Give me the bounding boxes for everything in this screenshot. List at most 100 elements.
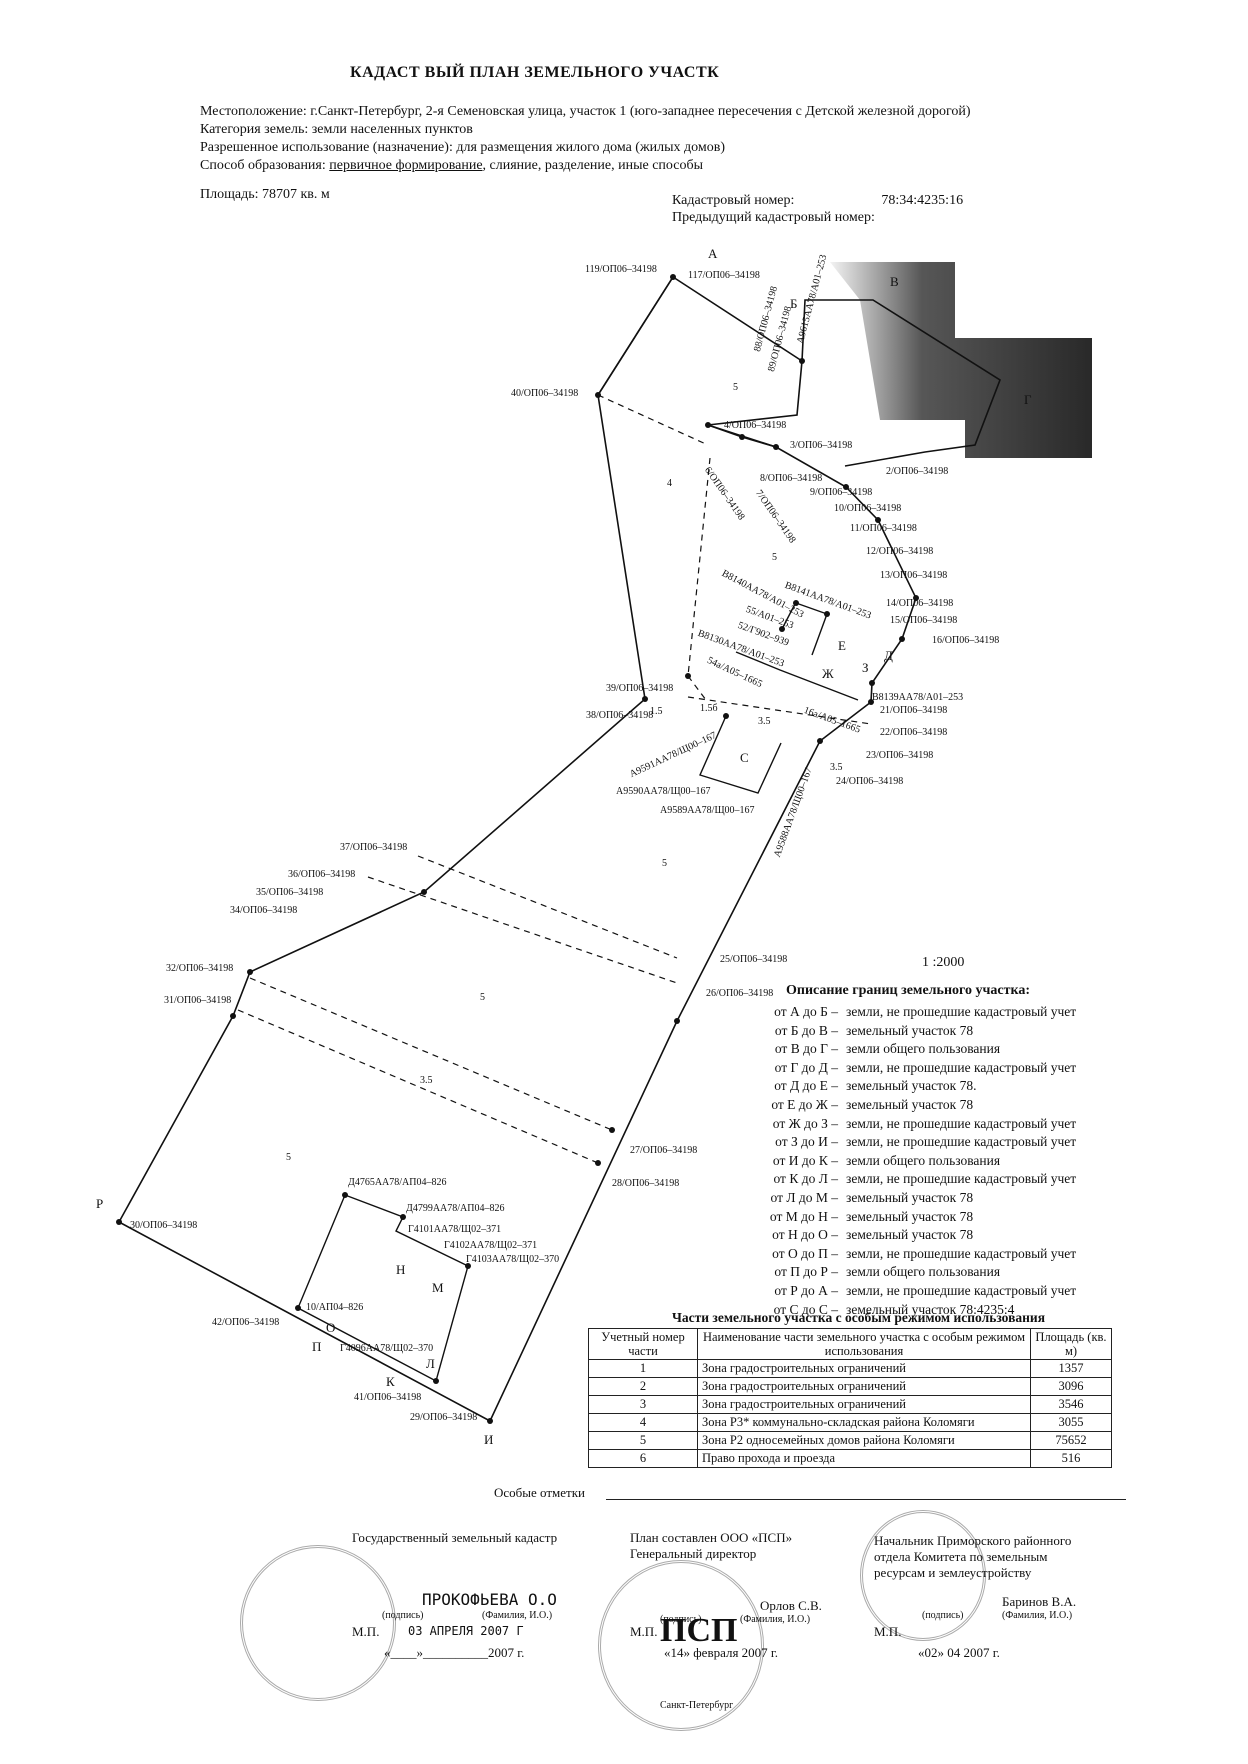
cadastral-label: Кадастровый номер:: [672, 193, 795, 208]
boundaries-list: от А до Б – земли, не прошедшие кадастров…: [735, 1003, 1076, 1319]
part-name: Право прохода и проезда: [697, 1449, 1031, 1468]
left-sign-caption: (подпись): [382, 1610, 424, 1621]
corner-letter: Л: [426, 1356, 435, 1371]
boundary-description: земельный участок 78.: [846, 1078, 977, 1094]
boundary-segment: от М до Н –: [769, 1208, 838, 1224]
part-number: 3: [588, 1395, 698, 1414]
boundary-row: от К до Л –земли, не прошедшие кадастров…: [735, 1170, 1076, 1189]
right-sign-caption: (подпись): [922, 1610, 964, 1621]
point-label: 10/ОП06–34198: [834, 503, 902, 514]
corner-letter: З: [862, 660, 869, 675]
corner-letter: И: [484, 1432, 494, 1447]
zone-number: 4: [667, 478, 672, 489]
right-mp: М.П.: [874, 1624, 902, 1639]
width-label: 3.5: [758, 716, 771, 727]
boundary-row: от Д до Е – земельный участок 78.: [735, 1077, 1076, 1096]
boundaries-title: Описание границ земельного участка:: [786, 983, 1031, 998]
point-label: 39/ОП06–34198: [606, 683, 674, 694]
point-label: 24/ОП06–34198: [836, 776, 904, 787]
boundary-segment: от Б до В –: [774, 1022, 838, 1038]
point-label: 4/ОП06–34198: [724, 420, 787, 431]
parts-table: Учетный номер части Наименование части з…: [588, 1328, 1112, 1468]
boundary-row: от П до Р –земли общего пользования: [735, 1263, 1076, 1282]
round-stamp: [598, 1560, 764, 1731]
boundary-segment: от А до Б –: [774, 1004, 838, 1019]
boundary-description: земли, не прошедшие кадастровый учет: [846, 1004, 1077, 1019]
point-label: 10/АП04–826: [306, 1302, 364, 1313]
formation-line: Способ образования: первичное формирован…: [200, 158, 703, 174]
boundary-description: земли, не прошедшие кадастровый учет: [846, 1171, 1077, 1187]
point-label: 28/ОП06–34198: [612, 1178, 680, 1189]
boundary-segment: от С до С –: [773, 1301, 838, 1317]
boundary-description: земли, не прошедшие кадастровый учет: [846, 1245, 1077, 1261]
zone-number: 5: [480, 992, 485, 1003]
point-label: 27/ОП06–34198: [630, 1145, 698, 1156]
boundary-segment: от Д до Е –: [774, 1078, 838, 1094]
point-label: 12/ОП06–34198: [866, 546, 934, 557]
boundary-row: от З до И –земли, не прошедшие кадастров…: [735, 1133, 1076, 1152]
point-label: 29/ОП06–34198: [410, 1412, 478, 1423]
parts-header-area: Площадь (кв. м): [1030, 1328, 1112, 1360]
boundary-description: земельный участок 78: [846, 1227, 974, 1243]
point-label: 3/ОП06–34198: [790, 440, 853, 451]
boundary-description: земельный участок 78: [846, 1022, 974, 1038]
boundary-description: земли, не прошедшие кадастровый учет: [846, 1282, 1077, 1298]
boundary-segment: от Н до О –: [772, 1227, 838, 1243]
category-line: Категория земель: земли населенных пункт…: [200, 122, 473, 138]
right-signer-name: Баринов В.А.: [1002, 1594, 1077, 1609]
middle-signer-name: Орлов С.В.: [760, 1598, 822, 1613]
point-label: Д4799АА78/АП04–826: [406, 1203, 505, 1214]
boundary-row: от Г до Д –земли, не прошедшие кадастров…: [735, 1059, 1077, 1078]
part-area: 3055: [1030, 1413, 1112, 1432]
middle-signer-position: Генеральный директор: [630, 1546, 757, 1561]
boundary-description: земли, не прошедшие кадастровый учет: [846, 1134, 1077, 1150]
category-value: земли населенных пунктов: [311, 122, 473, 137]
point-label: А9590АА78/Щ00–167: [616, 786, 711, 797]
boundary-points: [116, 274, 919, 1424]
part-name: Зона градостроительных ограничений: [697, 1395, 1031, 1414]
boundary-description: земли общего пользования: [846, 1264, 1001, 1280]
part-number: 4: [588, 1413, 698, 1432]
point-label: 15/ОП06–34198: [890, 615, 958, 626]
corner-letter: Г: [1024, 392, 1032, 407]
middle-signer-org: План составлен ООО «ПСП»: [630, 1530, 793, 1545]
zone-number: 5: [286, 1152, 291, 1163]
scan-shadow-region: [830, 262, 1092, 458]
boundary-row: от Б до В – земельный участок 78: [735, 1022, 1076, 1041]
boundary-segment: от Р до А –: [774, 1282, 838, 1298]
document-title: КАДАСТ ВЫЙ ПЛАН ЗЕМЕЛЬНОГО УЧАСТК: [350, 64, 720, 81]
boundary-description: земельный участок 78: [846, 1189, 974, 1205]
right-signer-line2: отдела Комитета по земельным: [874, 1549, 1048, 1564]
middle-mp: М.П.: [630, 1624, 658, 1639]
point-label: 119/ОП06–34198: [585, 264, 657, 275]
use-value: для размещения жилого дома (жилых домов): [456, 140, 726, 155]
boundary-segment: от И до К –: [772, 1152, 838, 1168]
point-label: 41/ОП06–34198: [354, 1392, 422, 1403]
point-label: 31/ОП06–34198: [164, 995, 232, 1006]
parts-header-name: Наименование части земельного участка с …: [697, 1328, 1031, 1360]
boundary-row: от Е до Ж –земельный участок 78: [735, 1096, 1076, 1115]
part-area: 3096: [1030, 1377, 1112, 1396]
part-name: Зона градостроительных ограничений: [697, 1377, 1031, 1396]
middle-name-caption: (Фамилия, И.О.): [740, 1614, 811, 1625]
boundary-segment: от О до П –: [772, 1245, 838, 1261]
boundary-row: от В до Г –земли общего пользования: [735, 1040, 1076, 1059]
part-name: Зона градостроительных ограничений: [697, 1359, 1031, 1378]
part-number: 1: [588, 1359, 698, 1378]
boundary-segment: от Ж до З –: [772, 1115, 838, 1131]
point-label: 36/ОП06–34198: [288, 869, 356, 880]
point-label: Г4101АА78/Щ02–371: [408, 1224, 502, 1235]
part-number: 2: [588, 1377, 698, 1396]
use-line: Разрешенное использование (назначение): …: [200, 140, 725, 156]
boundary-segment: от Е до Ж –: [771, 1096, 838, 1112]
right-name-caption: (Фамилия, И.О.): [1002, 1610, 1073, 1621]
zone-number: 5: [662, 858, 667, 869]
location-value: г.Санкт-Петербург, 2-я Семеновская улица…: [310, 104, 971, 119]
part-area: 3546: [1030, 1395, 1112, 1414]
point-label: 2/ОП06–34198: [886, 466, 949, 477]
part-name: Зона Р2 односемейных домов района Коломя…: [697, 1431, 1031, 1450]
category-label: Категория земель:: [200, 122, 309, 137]
